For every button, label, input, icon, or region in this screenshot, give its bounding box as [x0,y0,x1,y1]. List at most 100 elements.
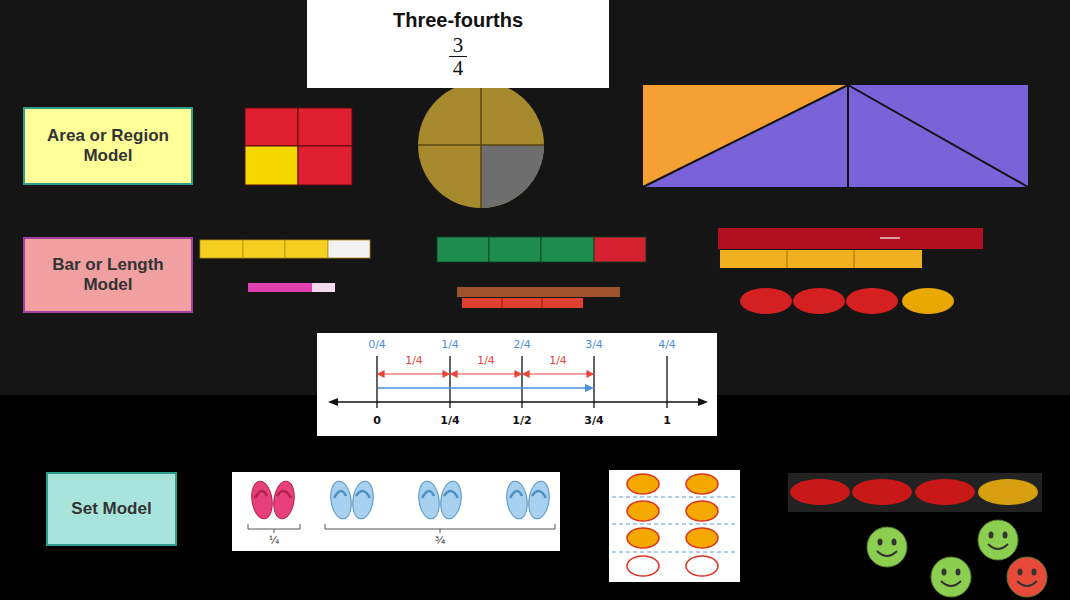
model-name: Set Model [71,499,151,519]
circle-grid-part-part [627,501,659,521]
red-yellow-rods [718,228,983,268]
circle-grid-part [612,497,737,552]
circle-grid-part-part [686,474,718,494]
number-line-part-part [587,371,593,377]
interval-fraction: 1/4 [477,355,495,368]
circle-grid-part-part [686,501,718,521]
cube-square-part [245,146,298,185]
cube-square-part [298,146,352,185]
number-line-part-part [523,371,529,377]
circle-grid-part-part [686,556,718,576]
number-line-part [698,398,708,406]
green-squares-part [489,237,541,262]
flip-flop-panel [232,472,560,551]
flip-flop-panel-part [248,524,300,533]
number-line-part [328,398,338,406]
brown-red-rods-part [502,298,542,308]
smiley-faces-part [978,520,1018,560]
counter-row [740,288,954,314]
fraction-denominator: 4 [449,57,468,79]
smiley-faces-part [867,527,907,567]
number-line-part-part [451,371,457,377]
flip-flop-panel-part [232,472,560,551]
pink-rod [248,283,335,292]
smiley-faces-part [931,557,971,597]
number-line-part [336,401,700,402]
bracket-fraction: ¾ [435,535,446,548]
circle-grid-part [609,470,740,582]
green-squares-part [541,237,594,262]
counter-row-part [846,288,898,314]
smiley-faces [867,520,1047,597]
brown-red-rods-part [457,287,620,297]
red-yellow-rods-part [720,250,922,268]
brown-red-rods [457,287,620,308]
fraction-circle-part [418,82,544,208]
bracket-fraction: ¼ [269,535,280,548]
red-yellow-rods-part [787,250,854,268]
title-text: Three-fourths [393,9,523,32]
flip-flop-panel-part [325,524,555,533]
fraction-circle-part [481,145,544,208]
fraction-circle [418,82,544,208]
number-line-part-part [383,373,588,374]
brown-red-rods-part [462,298,583,308]
triangle-rectangle-part [643,85,1028,187]
triangle-rectangle-part [643,85,1028,187]
tick-fraction: 3/4 [585,339,603,352]
yellow-rod-part [285,240,328,258]
number-line-part [378,371,593,377]
counter-row-part [793,288,845,314]
counter-row-part [902,288,954,314]
green-squares-part [594,237,646,262]
counter-row-part [740,288,792,314]
axis-value: 1 [663,415,671,428]
cube-square [245,108,352,185]
number-line-part-part [515,371,521,377]
title-box: Three-fourths34 [307,0,609,88]
model-label: Set Model [46,472,177,546]
fraction-numerator: 3 [449,34,468,57]
counter-panel [788,473,1042,512]
tick-fraction: 0/4 [368,339,386,352]
pink-rod-part [248,283,312,292]
flip-flop-panel-part [328,480,375,520]
flip-flop-panel-part [504,480,551,520]
model-name: Bar or Length Model [33,255,183,296]
cube-square-part [298,108,352,146]
tick-fraction: 4/4 [658,339,676,352]
circle-grid-part-part [627,528,659,548]
interval-fraction: 1/4 [549,355,567,368]
green-squares-part [437,237,489,262]
counter-panel-part [852,479,912,505]
smiley-faces-part [1007,557,1047,597]
number-line-part [585,384,594,392]
number-line [317,333,717,436]
axis-value: 0 [373,415,381,428]
circle-grid [609,470,740,582]
yellow-rod-part [243,240,285,258]
tick-fraction: 2/4 [513,339,531,352]
circle-grid-part-part [627,556,659,576]
red-yellow-rods-part [718,228,983,249]
yellow-rod-part [328,240,370,258]
flip-flop-panel-part [249,480,296,520]
interval-fraction: 1/4 [405,355,423,368]
yellow-rod-part [200,240,243,258]
counter-panel-part [978,479,1038,505]
circle-grid-part-part [627,474,659,494]
model-name: Area or Region Model [33,126,183,167]
number-line-part-part [378,371,384,377]
red-yellow-rods-part [880,237,900,239]
tick-fraction: 1/4 [441,339,459,352]
axis-value: 3/4 [584,415,603,428]
fraction-circle-part [418,82,544,208]
counter-panel-part [915,479,975,505]
number-line-part [378,387,586,389]
yellow-rod [200,240,370,258]
number-line-part [317,333,717,436]
circle-grid-part [627,474,718,576]
axis-value: 1/4 [440,415,459,428]
